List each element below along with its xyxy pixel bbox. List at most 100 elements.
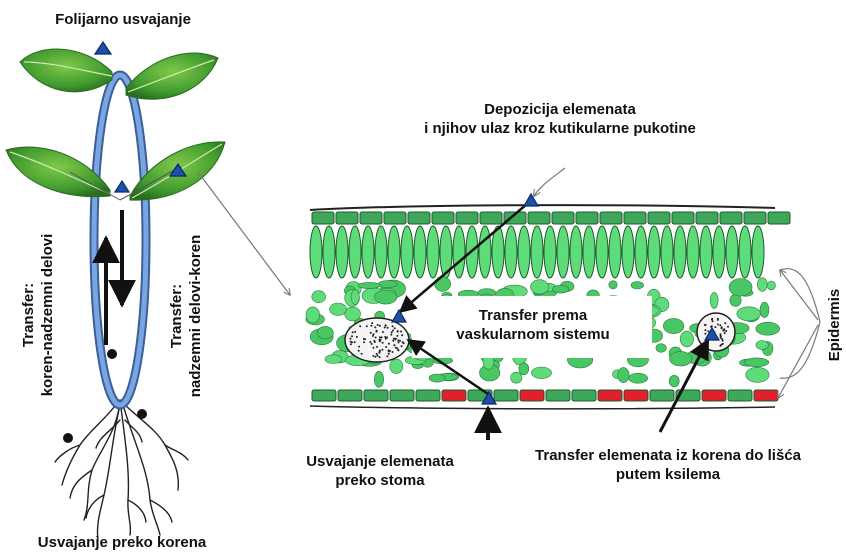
triangle-marker-icon (115, 181, 129, 192)
vascular-dot (724, 322, 726, 324)
lower-epidermis (312, 390, 778, 401)
spongy-cell (737, 307, 761, 321)
spongy-cell (670, 352, 692, 366)
vascular-dot (375, 356, 377, 358)
deposition-line2: i njihov ulaz kroz kutikularne pukotine (390, 119, 730, 138)
stoma-cell (624, 390, 648, 401)
palisade-cell (453, 226, 465, 278)
palisade-cell (505, 226, 517, 278)
vascular-dot (388, 343, 390, 345)
vascular-dot (387, 327, 389, 329)
stomata-line2: preko stoma (280, 471, 480, 490)
vascular-dot (704, 329, 706, 331)
vascular-dot (392, 340, 394, 342)
shoot-to-root-line1: Transfer: (167, 221, 186, 411)
upper-epidermis (312, 212, 790, 224)
vascular-dot (392, 330, 394, 332)
epidermis-cell (696, 212, 718, 224)
palisade-cell (401, 226, 413, 278)
spongy-cell (358, 282, 380, 288)
vascular-dot (719, 333, 721, 335)
xylem-line2: putem ksilema (498, 465, 838, 484)
vascular-dot (384, 327, 386, 329)
palisade-cell (518, 226, 530, 278)
root-to-shoot-label: Transfer: koren-nadzemni delovi (19, 225, 59, 405)
epidermis-cell (494, 390, 518, 401)
vascular-dot (724, 332, 726, 334)
epidermis-cell (408, 212, 430, 224)
vascular-dot (704, 333, 706, 335)
deposition-line1: Depozicija elemenata (390, 100, 730, 119)
spongy-cell (531, 280, 549, 294)
spongy-cell (744, 358, 769, 367)
palisade-cell (635, 226, 647, 278)
vascular-dot (385, 346, 387, 348)
stomata-line1: Usvajanje elemenata (280, 452, 480, 471)
palisade-cell (596, 226, 608, 278)
zoom-connector-arrow (198, 172, 290, 295)
vascular-dot (398, 349, 400, 351)
epidermis-cell (672, 212, 694, 224)
spongy-cell (656, 344, 666, 353)
vascular-dot (719, 324, 721, 326)
vascular-line1: Transfer prema (420, 306, 646, 325)
palisade-cell (700, 226, 712, 278)
epidermis-cell (338, 390, 362, 401)
palisade-cell (310, 226, 322, 278)
vascular-dot (372, 355, 374, 357)
roots (55, 400, 188, 540)
vascular-dot (359, 325, 361, 327)
palisade-cell (726, 226, 738, 278)
particle-dot (107, 349, 117, 359)
vascular-dot (704, 324, 706, 326)
palisade-cell (414, 226, 426, 278)
vascular-dot (358, 350, 360, 352)
spongy-cell (756, 322, 780, 335)
vascular-dot (711, 319, 713, 321)
spongy-cell (629, 373, 648, 383)
vascular-dot (350, 341, 352, 343)
vascular-dot (725, 330, 727, 332)
spongy-cell (767, 281, 775, 290)
epidermis-bracket (780, 269, 820, 379)
vascular-dot (714, 326, 716, 328)
epidermis-cell (744, 212, 766, 224)
vascular-dot (721, 326, 723, 328)
vascular-dot (717, 324, 719, 326)
vascular-dot (399, 340, 401, 342)
spongy-cell (325, 355, 342, 364)
epidermis-cell (384, 212, 406, 224)
vascular-dot (379, 325, 381, 327)
triangle-marker-icon (524, 194, 538, 206)
vascular-dot (390, 334, 392, 336)
spongy-cell (330, 303, 347, 315)
spongy-cell (756, 341, 768, 350)
epidermis-cell (432, 212, 454, 224)
vascular-dot (358, 346, 360, 348)
epidermis-cell (728, 390, 752, 401)
epidermis-cell (312, 390, 336, 401)
palisade-cell (336, 226, 348, 278)
vascular-dot (354, 341, 356, 343)
vascular-dot (382, 331, 384, 333)
epidermis-cell (552, 212, 574, 224)
palisade-cell (713, 226, 725, 278)
epidermis-cell (648, 212, 670, 224)
spongy-cell (680, 331, 693, 347)
epidermis-cell (572, 390, 596, 401)
vascular-dot (356, 336, 358, 338)
spongy-cell (374, 290, 397, 304)
spongy-cell (669, 375, 679, 387)
spongy-cell (378, 281, 397, 288)
spongy-cell (760, 302, 769, 317)
spongy-cell (374, 371, 383, 387)
palisade-cell (388, 226, 400, 278)
spongy-cell (351, 290, 359, 305)
epidermis-cell (546, 390, 570, 401)
palisade-cell (648, 226, 660, 278)
vascular-dot (377, 355, 379, 357)
vascular-dot (370, 332, 372, 334)
palisade-cell (622, 226, 634, 278)
epidermis-cell (720, 212, 742, 224)
